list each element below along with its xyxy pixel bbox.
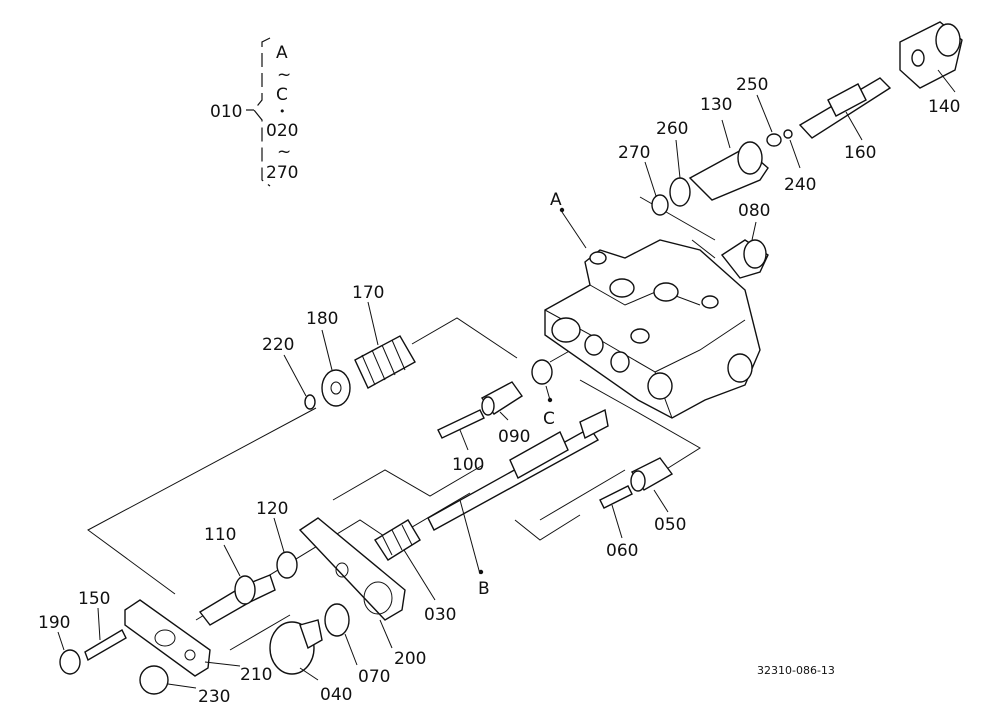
legend-range-tilde-2: ~ xyxy=(277,142,291,162)
callout-a: A xyxy=(550,190,562,210)
legend-bracket xyxy=(246,37,271,187)
callout-050: 050 xyxy=(654,515,686,535)
part-090-poppet xyxy=(480,381,523,416)
part-040-plug xyxy=(269,619,323,675)
part-100-spring xyxy=(437,409,485,439)
callout-250: 250 xyxy=(736,75,768,95)
callout-070: 070 xyxy=(358,667,390,687)
callout-230: 230 xyxy=(198,687,230,707)
callout-120: 120 xyxy=(256,499,288,519)
callout-190: 190 xyxy=(38,613,70,633)
callout-080: 080 xyxy=(738,201,770,221)
part-080-plug xyxy=(720,239,769,279)
part-240-ring xyxy=(783,129,793,139)
part-030-spring xyxy=(374,519,421,561)
callout-180: 180 xyxy=(306,309,338,329)
leader-lines xyxy=(57,69,956,689)
part-120-oring xyxy=(276,551,298,579)
callout-030: 030 xyxy=(424,605,456,625)
callout-090: 090 xyxy=(498,427,530,447)
part-220-snapring xyxy=(304,394,316,410)
part-200-plate xyxy=(298,517,406,621)
part-270-oring xyxy=(651,194,669,216)
callout-260: 260 xyxy=(656,119,688,139)
callout-130: 130 xyxy=(700,95,732,115)
part-190-nut xyxy=(59,649,81,675)
callout-210: 210 xyxy=(240,665,272,685)
part-180-washer xyxy=(321,369,351,407)
callout-150: 150 xyxy=(78,589,110,609)
part-230-collar xyxy=(139,665,169,695)
callout-c: C xyxy=(543,409,555,429)
part-260-oring xyxy=(669,177,691,207)
legend-range-c: C xyxy=(276,85,288,105)
callout-270: 270 xyxy=(618,143,650,163)
callout-140: 140 xyxy=(928,97,960,117)
callout-160: 160 xyxy=(844,143,876,163)
valve-body xyxy=(544,239,761,419)
legend-range-270: 270 xyxy=(266,163,298,183)
marker-c xyxy=(547,397,553,403)
callout-200: 200 xyxy=(394,649,426,669)
legend-range-020: 020 xyxy=(266,121,298,141)
part-060-spring xyxy=(599,485,633,509)
part-070-oring xyxy=(324,603,350,637)
callout-b: B xyxy=(478,579,490,599)
callout-060: 060 xyxy=(606,541,638,561)
part-170-spring xyxy=(354,335,416,389)
callout-100: 100 xyxy=(452,455,484,475)
part-160-spool xyxy=(798,77,892,139)
part-150-bolt xyxy=(84,629,127,662)
part-c-seat xyxy=(531,359,553,385)
legend-range-dot: • xyxy=(279,105,286,118)
part-210-bracket xyxy=(124,599,211,677)
callout-240: 240 xyxy=(784,175,816,195)
part-110-fitting xyxy=(198,574,276,626)
legend-main-code: 010 xyxy=(210,102,242,122)
part-b-main-spool xyxy=(427,408,609,531)
callout-220: 220 xyxy=(262,335,294,355)
callout-040: 040 xyxy=(320,685,352,705)
marker-b xyxy=(478,569,484,575)
marker-a xyxy=(559,207,565,213)
legend-range-a: A xyxy=(276,43,288,63)
drawing-code: 32310-086-13 xyxy=(757,664,835,677)
part-050-poppet xyxy=(630,457,674,492)
callout-170: 170 xyxy=(352,283,384,303)
part-130-sleeve xyxy=(688,141,769,201)
legend-range-tilde-1: ~ xyxy=(277,65,291,85)
callout-110: 110 xyxy=(204,525,236,545)
part-250-ring xyxy=(766,133,782,147)
part-140-cap xyxy=(899,21,963,89)
